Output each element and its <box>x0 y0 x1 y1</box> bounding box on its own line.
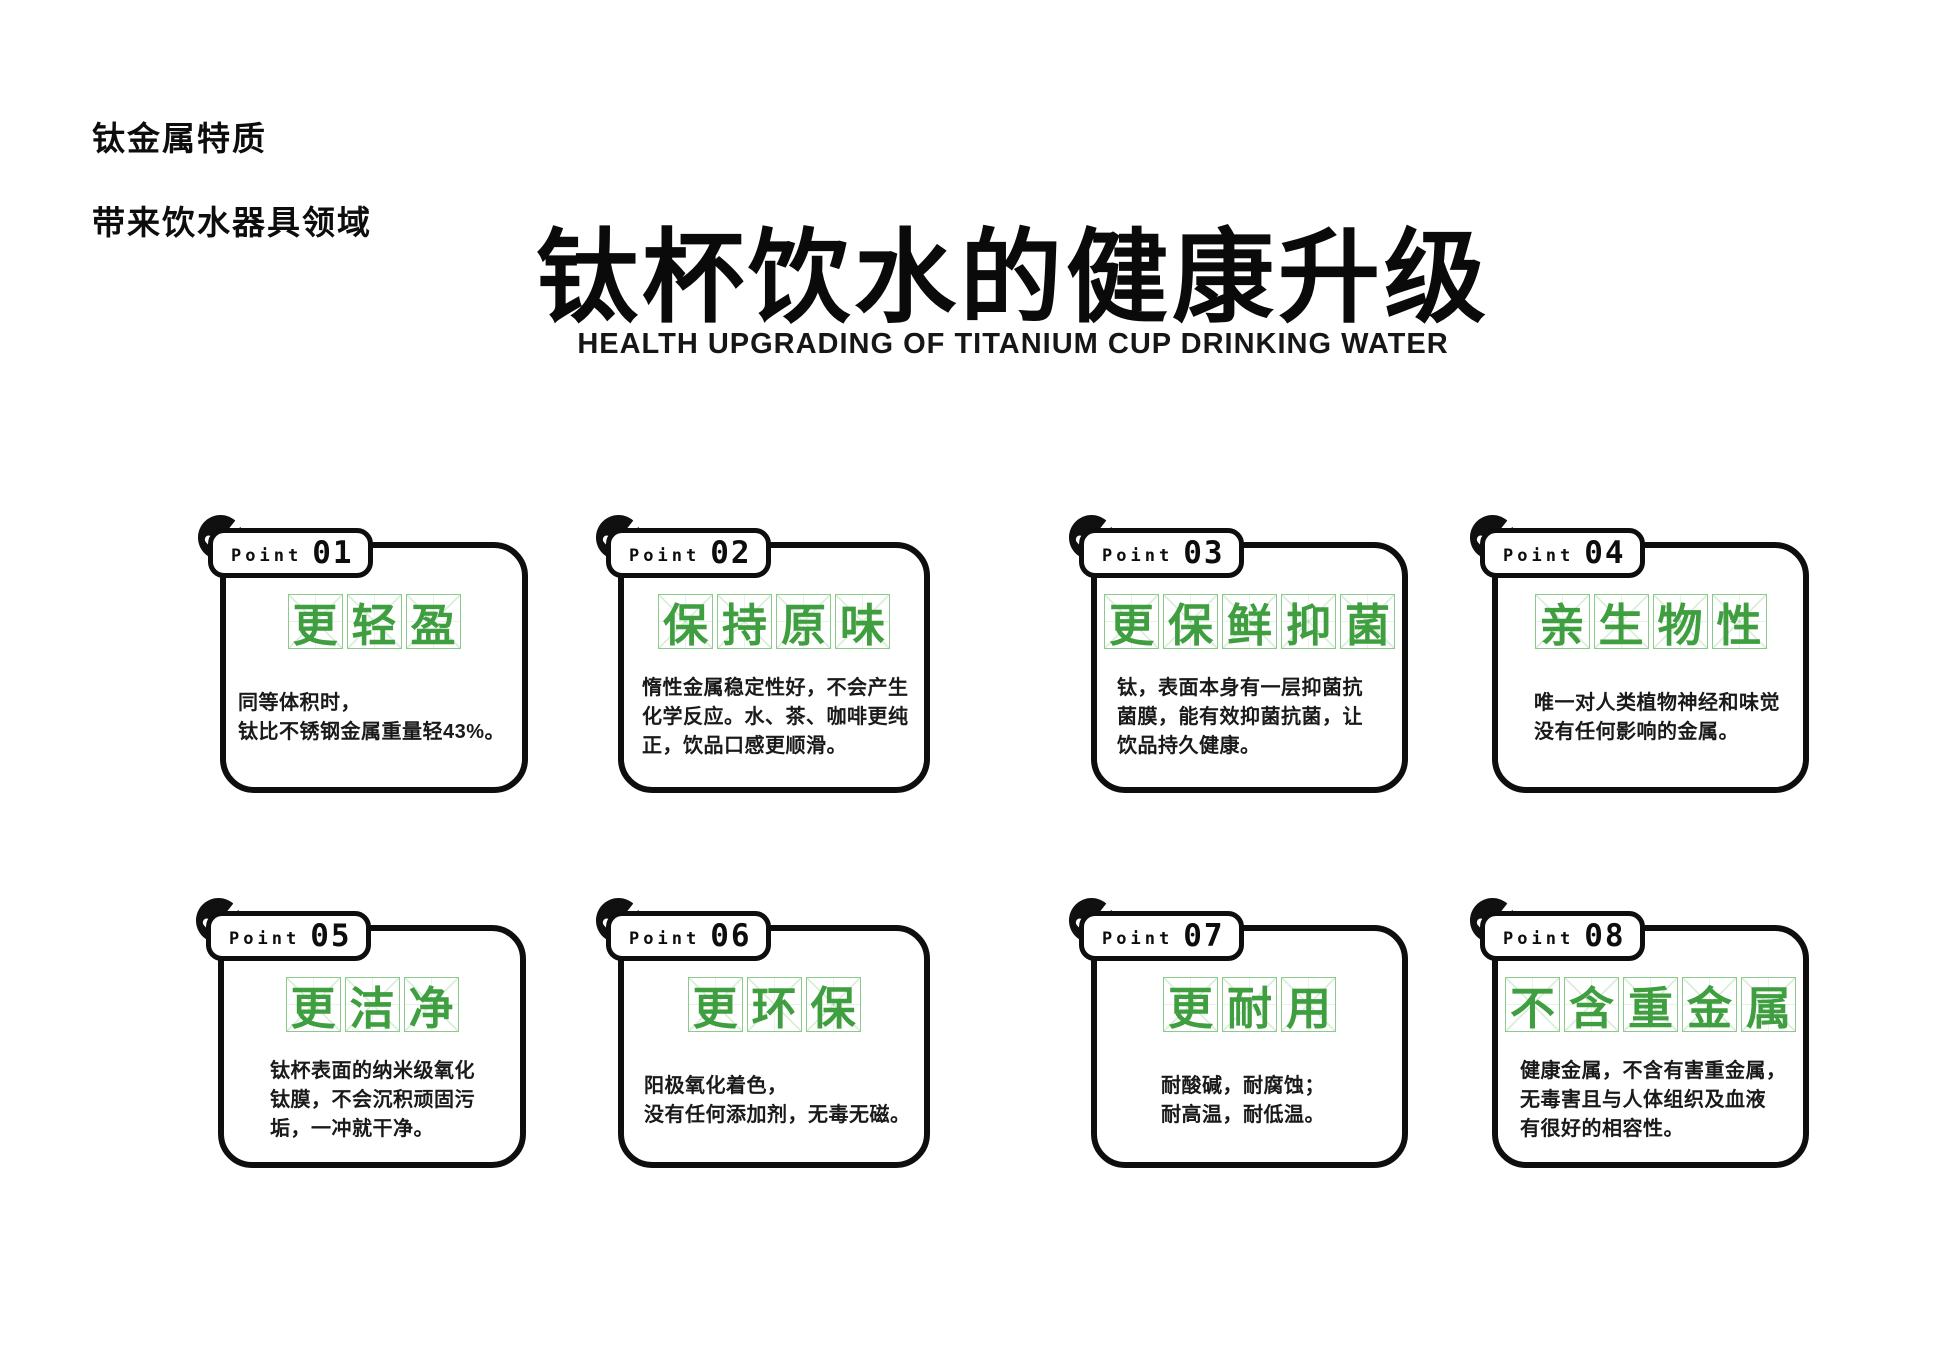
heading-char: 保 <box>805 977 861 1034</box>
point-number: 05 <box>310 918 352 954</box>
feature-card-point-05: Point 05 更 洁 净 钛杯表面的纳米级氧化 钛膜，不会沉积顽固污 垢，一… <box>195 897 526 1168</box>
heading-char: 持 <box>717 594 772 651</box>
point-number: 08 <box>1584 918 1626 954</box>
heading-char: 洁 <box>344 977 400 1034</box>
card-heading: 更 环 保 <box>624 977 924 1034</box>
point-label: Point <box>1503 546 1575 566</box>
point-label: Point <box>1102 546 1174 566</box>
heading-char: 鲜 <box>1222 594 1277 651</box>
point-number: 06 <box>710 918 752 954</box>
heading-char: 性 <box>1711 594 1767 651</box>
point-badge: Point 05 <box>206 911 371 961</box>
card-body: 健康金属，不含有害重金属， 无毒害且与人体组织及血液 有很好的相容性。 <box>1520 1060 1787 1140</box>
card-body: 阳极氧化着色， 没有任何添加剂，无毒无磁。 <box>644 1075 911 1126</box>
card-body: 钛，表面本身有一层抑菌抗 菌膜，能有效抑菌抗菌，让 饮品持久健康。 <box>1117 677 1363 757</box>
heading-char: 金 <box>1682 977 1737 1034</box>
heading-char: 保 <box>1163 594 1218 651</box>
heading-char: 物 <box>1652 594 1708 651</box>
feature-card-point-07: Point 07 更 耐 用 耐酸碱，耐腐蚀； 耐高温，耐低温。 <box>1068 897 1408 1168</box>
point-label: Point <box>629 929 701 949</box>
point-badge: Point 04 <box>1480 528 1645 578</box>
point-label: Point <box>1503 929 1575 949</box>
card-body: 耐酸碱，耐腐蚀； 耐高温，耐低温。 <box>1161 1075 1325 1126</box>
card-body: 惰性金属稳定性好，不会产生 化学反应。水、茶、咖啡更纯 正，饮品口感更顺滑。 <box>642 677 909 757</box>
point-badge: Point 07 <box>1079 911 1244 961</box>
point-number: 01 <box>312 535 354 571</box>
heading-char: 含 <box>1564 977 1619 1034</box>
point-label: Point <box>1102 929 1174 949</box>
heading-char: 更 <box>687 977 743 1034</box>
heading-char: 轻 <box>346 594 402 651</box>
heading-char: 亲 <box>1534 594 1590 651</box>
heading-char: 盈 <box>405 594 461 651</box>
page-subtitle: HEALTH UPGRADING OF TITANIUM CUP DRINKIN… <box>577 328 1449 360</box>
heading-char: 更 <box>1163 977 1218 1034</box>
feature-card-point-08: Point 08 不 含 重 金 属 健康金属，不含有害重金属， 无毒害且与人体… <box>1469 897 1809 1168</box>
point-number: 03 <box>1183 535 1225 571</box>
feature-card-point-01: Point 01 更 轻 盈 同等体积时， 钛比不锈钢金属重量轻43%。 <box>197 514 528 793</box>
feature-card-point-04: Point 04 亲 生 物 性 唯一对人类植物神经和味觉 没有任何影响的金属。 <box>1469 514 1809 793</box>
card-heading: 亲 生 物 性 <box>1498 594 1803 651</box>
card-body: 钛杯表面的纳米级氧化 钛膜，不会沉积顽固污 垢，一冲就干净。 <box>270 1060 475 1140</box>
heading-char: 味 <box>835 594 890 651</box>
heading-char: 不 <box>1505 977 1560 1034</box>
feature-card-point-02: Point 02 保 持 原 味 惰性金属稳定性好，不会产生 化学反应。水、茶、… <box>595 514 930 793</box>
heading-char: 原 <box>776 594 831 651</box>
card-heading: 保 持 原 味 <box>624 594 924 651</box>
point-label: Point <box>231 546 303 566</box>
feature-card-point-03: Point 03 更 保 鲜 抑 菌 钛，表面本身有一层抑菌抗 菌膜，能有效抑菌… <box>1068 514 1408 793</box>
card-body: 唯一对人类植物神经和味觉 没有任何影响的金属。 <box>1534 692 1780 743</box>
heading-char: 生 <box>1593 594 1649 651</box>
point-badge: Point 01 <box>208 528 373 578</box>
heading-char: 抑 <box>1281 594 1336 651</box>
kicker-line-1: 钛金属特质 <box>92 120 267 157</box>
heading-char: 用 <box>1281 977 1336 1034</box>
page-title: 钛杯饮水的健康升级 <box>536 221 1490 335</box>
kicker-line-2: 带来饮水器具领域 <box>92 204 372 241</box>
point-badge: Point 06 <box>606 911 771 961</box>
card-heading: 更 轻 盈 <box>226 594 522 651</box>
heading-char: 更 <box>1104 594 1159 651</box>
point-number: 07 <box>1183 918 1225 954</box>
heading-char: 更 <box>285 977 341 1034</box>
card-body: 同等体积时， 钛比不锈钢金属重量轻43%。 <box>238 692 506 743</box>
card-heading: 不 含 重 金 属 <box>1498 977 1803 1034</box>
heading-char: 耐 <box>1222 977 1277 1034</box>
heading-char: 净 <box>403 977 459 1034</box>
point-label: Point <box>229 929 301 949</box>
heading-char: 菌 <box>1340 594 1395 651</box>
card-heading: 更 耐 用 <box>1097 977 1402 1034</box>
card-heading: 更 洁 净 <box>224 977 520 1034</box>
feature-card-point-06: Point 06 更 环 保 阳极氧化着色， 没有任何添加剂，无毒无磁。 <box>595 897 930 1168</box>
heading-char: 属 <box>1741 977 1796 1034</box>
point-badge: Point 03 <box>1079 528 1244 578</box>
point-badge: Point 02 <box>606 528 771 578</box>
heading-char: 更 <box>287 594 343 651</box>
point-number: 02 <box>710 535 752 571</box>
card-heading: 更 保 鲜 抑 菌 <box>1097 594 1402 651</box>
point-label: Point <box>629 546 701 566</box>
heading-char: 环 <box>746 977 802 1034</box>
point-badge: Point 08 <box>1480 911 1645 961</box>
point-number: 04 <box>1584 535 1626 571</box>
heading-char: 重 <box>1623 977 1678 1034</box>
heading-char: 保 <box>658 594 713 651</box>
